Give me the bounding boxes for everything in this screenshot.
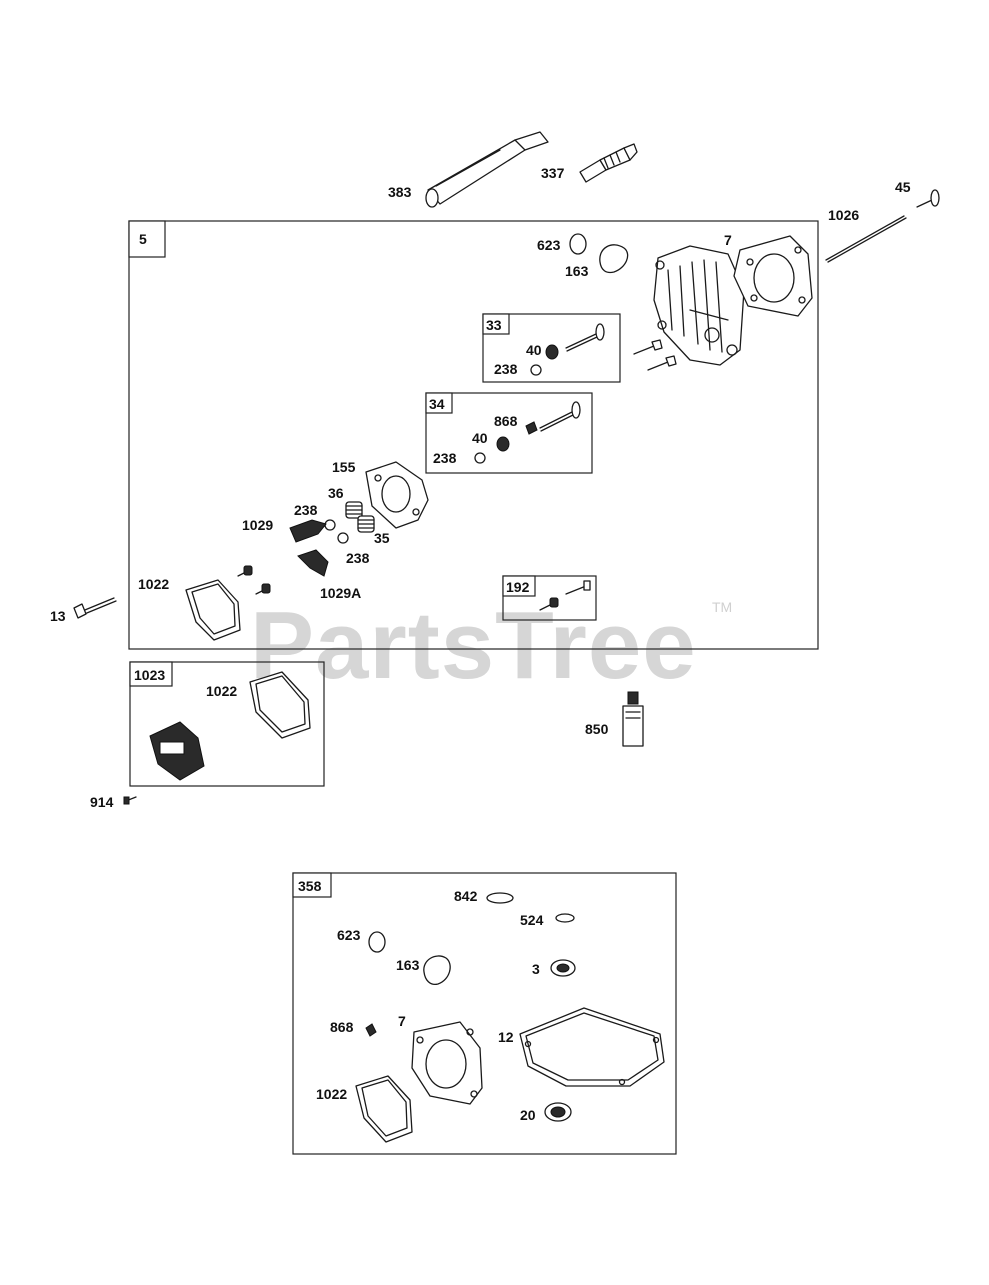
valve-keeper-part-238b[interactable]: [474, 452, 486, 464]
cylinder-head-part[interactable]: [653, 245, 745, 366]
sub-assembly-number-34[interactable]: 34: [429, 396, 445, 412]
sub-assembly-frame-34: [425, 392, 593, 474]
label-238-rocker-bottom[interactable]: 238: [346, 550, 370, 566]
label-238-box34[interactable]: 238: [433, 450, 457, 466]
valve-spring-retainer-part-40a[interactable]: [545, 344, 559, 360]
label-1029A[interactable]: 1029A: [320, 585, 361, 601]
watermark-text: PartsTree: [250, 592, 697, 699]
o-ring-part-623[interactable]: [569, 233, 587, 255]
gasket-part-163-set[interactable]: [423, 955, 451, 986]
gasket-set-number-358[interactable]: 358: [298, 878, 322, 894]
push-rod-part[interactable]: [825, 215, 907, 263]
label-12[interactable]: 12: [498, 1029, 514, 1045]
label-1022-main[interactable]: 1022: [138, 576, 169, 592]
rocker-carrier-part[interactable]: [365, 461, 429, 529]
crankcase-gasket-part-12[interactable]: [519, 1007, 665, 1087]
label-20[interactable]: 20: [520, 1107, 536, 1123]
breather-stud-part[interactable]: [539, 580, 591, 611]
rocker-cover-gasket-part-1022b[interactable]: [249, 671, 311, 739]
label-13[interactable]: 13: [50, 608, 66, 624]
sub-assembly-frame-192: [502, 575, 597, 621]
label-383[interactable]: 383: [388, 184, 412, 200]
valve-seal-part-868-set[interactable]: [365, 1023, 377, 1037]
label-40-box34[interactable]: 40: [472, 430, 488, 446]
rocker-cover-part[interactable]: [149, 721, 205, 781]
label-155[interactable]: 155: [332, 459, 356, 475]
label-163-set[interactable]: 163: [396, 957, 420, 973]
label-842[interactable]: 842: [454, 888, 478, 904]
valve-keeper-part-238a[interactable]: [530, 364, 542, 376]
gasket-set-tag-358: [292, 872, 332, 898]
valve-spring-retainer-part-40b[interactable]: [496, 436, 510, 452]
valve-keeper-part-238d[interactable]: [337, 532, 349, 544]
assembly-tag-5: [128, 220, 166, 258]
head-gasket-part-7-set[interactable]: [411, 1021, 483, 1105]
label-163-top[interactable]: 163: [565, 263, 589, 279]
bolt-part-13[interactable]: [73, 597, 117, 619]
valve-spring-part-35[interactable]: [357, 515, 375, 533]
head-gasket-part-7[interactable]: [733, 235, 813, 317]
assembly-frame-5: [128, 220, 819, 650]
label-238-box33[interactable]: 238: [494, 361, 518, 377]
label-1026[interactable]: 1026: [828, 207, 859, 223]
spark-plug-wrench-part[interactable]: [425, 131, 549, 208]
assembly-number-1023[interactable]: 1023: [134, 667, 165, 683]
valve-seal-part-868a[interactable]: [525, 421, 538, 435]
exhaust-valve-part[interactable]: [565, 323, 605, 352]
label-40-box33[interactable]: 40: [526, 342, 542, 358]
assembly-frame-1023: [129, 661, 325, 787]
label-238-rocker-top[interactable]: 238: [294, 502, 318, 518]
o-ring-part-524[interactable]: [555, 913, 575, 923]
label-868-box34[interactable]: 868: [494, 413, 518, 429]
intake-valve-part[interactable]: [539, 401, 581, 432]
label-623-top[interactable]: 623: [537, 237, 561, 253]
stud-part[interactable]: [633, 339, 677, 371]
label-914[interactable]: 914: [90, 794, 114, 810]
label-623-set[interactable]: 623: [337, 927, 361, 943]
label-850[interactable]: 850: [585, 721, 609, 737]
label-3[interactable]: 3: [532, 961, 540, 977]
gasket-part-163[interactable]: [599, 244, 629, 274]
screw-part-914[interactable]: [123, 796, 137, 805]
o-ring-part-842[interactable]: [486, 892, 514, 904]
label-36[interactable]: 36: [328, 485, 344, 501]
rocker-arm-part-1029[interactable]: [289, 519, 327, 543]
label-868-set[interactable]: 868: [330, 1019, 354, 1035]
rocker-cover-gasket-part-1022a[interactable]: [185, 579, 241, 641]
label-45[interactable]: 45: [895, 179, 911, 195]
valve-part-45[interactable]: [916, 189, 940, 208]
label-7-set[interactable]: 7: [398, 1013, 406, 1029]
label-35[interactable]: 35: [374, 530, 390, 546]
label-1022-box1023[interactable]: 1022: [206, 683, 237, 699]
label-524[interactable]: 524: [520, 912, 544, 928]
gasket-set-frame-358: [292, 872, 677, 1155]
spark-plug-part[interactable]: [579, 143, 638, 183]
label-1022-set[interactable]: 1022: [316, 1086, 347, 1102]
label-7-top[interactable]: 7: [724, 232, 732, 248]
assembly-tag-1023: [129, 661, 173, 687]
o-ring-part-623-set[interactable]: [368, 931, 386, 953]
valve-spring-part-36[interactable]: [345, 501, 363, 519]
rocker-cover-gasket-part-1022c[interactable]: [355, 1075, 413, 1143]
sub-assembly-number-192[interactable]: 192: [506, 579, 530, 595]
valve-keeper-part-238c[interactable]: [324, 519, 336, 531]
sub-assembly-tag-34: [425, 392, 453, 414]
oil-seal-part-20[interactable]: [544, 1102, 572, 1122]
sub-assembly-number-33[interactable]: 33: [486, 317, 502, 333]
assembly-number-5[interactable]: 5: [139, 231, 147, 247]
watermark-tm: TM: [712, 599, 732, 615]
sub-assembly-tag-33: [482, 313, 510, 335]
sub-assembly-frame-33: [482, 313, 621, 383]
rocker-arm-part-1029A[interactable]: [297, 549, 329, 577]
rocker-stud-part[interactable]: [237, 565, 271, 595]
sealant-tube-part[interactable]: [622, 691, 644, 747]
oil-seal-part-3[interactable]: [550, 959, 576, 977]
label-337[interactable]: 337: [541, 165, 565, 181]
sub-assembly-tag-192: [502, 575, 536, 597]
label-1029[interactable]: 1029: [242, 517, 273, 533]
